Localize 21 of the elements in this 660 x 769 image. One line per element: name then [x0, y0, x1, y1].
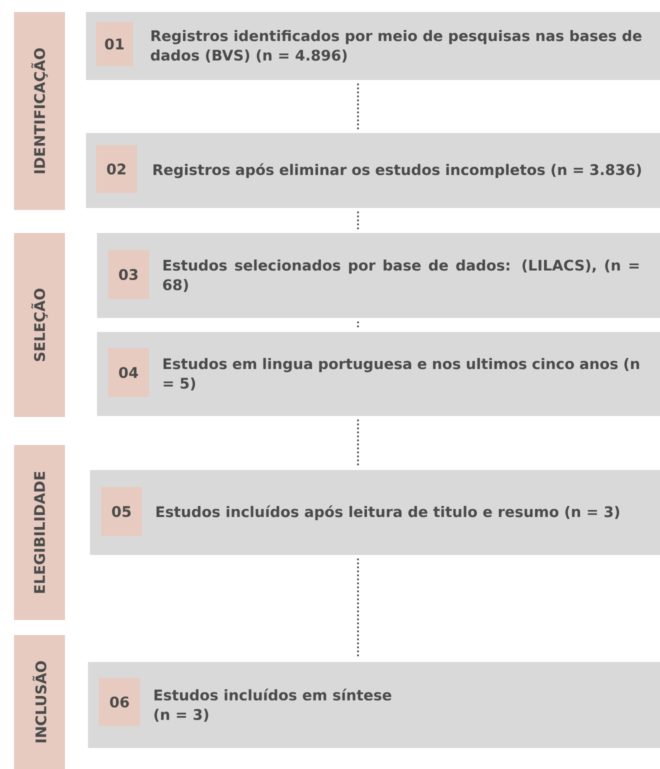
process-box: 06 Estudos incluídos em síntese (n = 3) — [88, 662, 660, 748]
process-box: 03 Estudos selecionados por base de dados: (LILACS), (n = 68) — [97, 233, 660, 318]
process-box: 02 Registros após eliminar os estudos incompletos (n = 3.836) — [86, 133, 660, 208]
phase-band: IDENTIFICAÇÃO — [14, 12, 65, 210]
process-box: 04 Estudos em lingua portuguesa e nos ultimos cinco anos (n = 5) — [97, 332, 660, 416]
process-box: 01 Registros identificados por meio de pesquisas nas bases de dados (BVS) (n = 4.896) — [86, 12, 660, 80]
phase-band: INCLUSÃO — [14, 635, 65, 769]
process-box: 05 Estudos incluídos após leitura de titulo e resumo (n = 3) — [90, 470, 660, 555]
number-badge: 01 — [96, 22, 133, 66]
dotted-connector — [357, 419, 359, 467]
number-badge: 05 — [101, 487, 142, 536]
number-badge: 04 — [108, 348, 149, 397]
phase-band: SELEÇÃO — [14, 233, 65, 417]
phase-band: ELEGIBILIDADE — [14, 445, 65, 620]
dotted-connector — [357, 211, 359, 230]
dotted-connector — [357, 558, 359, 659]
number-badge: 02 — [96, 145, 137, 193]
number-badge: 06 — [99, 678, 140, 726]
number-badge: 03 — [108, 250, 149, 299]
dotted-connector — [357, 321, 359, 329]
dotted-connector — [357, 83, 359, 130]
